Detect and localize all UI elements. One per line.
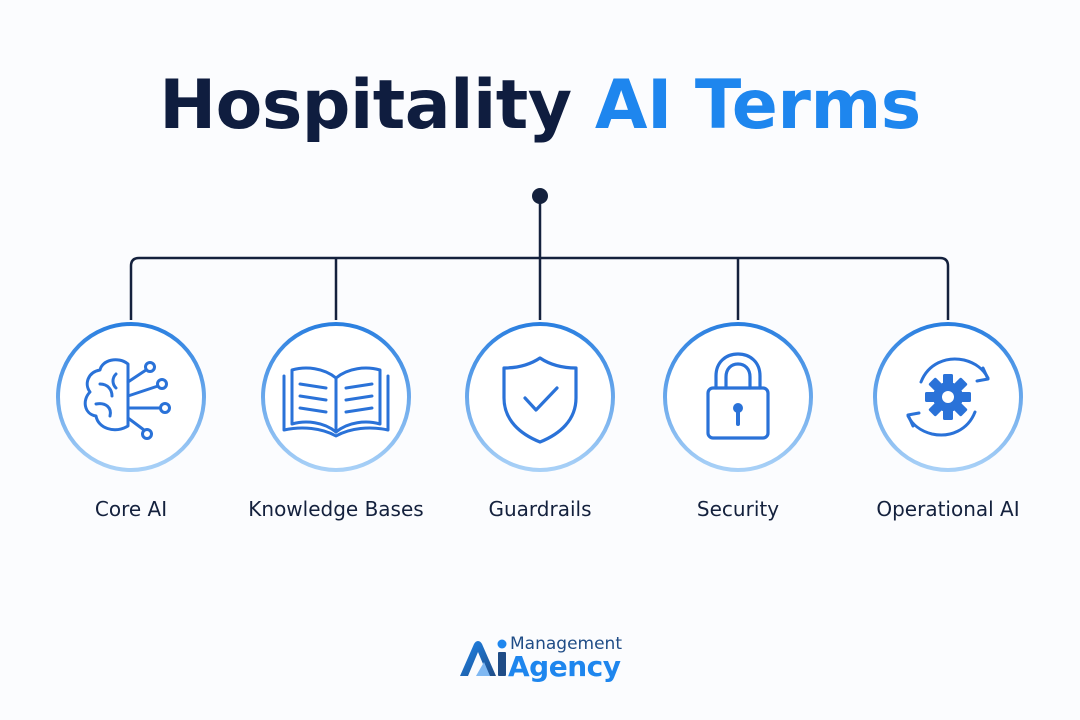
logo-text-agency: Agency — [508, 650, 621, 683]
title-part-2: AI Terms — [594, 66, 921, 145]
page-title: Hospitality AI Terms — [0, 72, 1080, 140]
node-knowledge-bases — [261, 322, 411, 472]
brain-circuit-icon — [83, 358, 171, 440]
gear-cycle-icon — [906, 357, 990, 437]
open-book-icon — [282, 366, 390, 438]
node-security — [663, 322, 813, 472]
node-label-knowledge-bases: Knowledge Bases — [248, 497, 424, 521]
ai-logo-mark — [460, 639, 507, 676]
shield-check-icon — [502, 356, 578, 444]
node-core-ai — [56, 322, 206, 472]
title-part-1: Hospitality — [159, 66, 572, 145]
node-label-operational-ai: Operational AI — [876, 497, 1020, 521]
node-operational-ai — [873, 322, 1023, 472]
connector-lines — [129, 188, 950, 320]
node-guardrails — [465, 322, 615, 472]
node-label-guardrails: Guardrails — [488, 497, 592, 521]
node-label-core-ai: Core AI — [94, 497, 168, 521]
logo-text-management: Management — [510, 634, 622, 654]
node-label-security: Security — [696, 497, 780, 521]
padlock-icon — [706, 352, 770, 440]
